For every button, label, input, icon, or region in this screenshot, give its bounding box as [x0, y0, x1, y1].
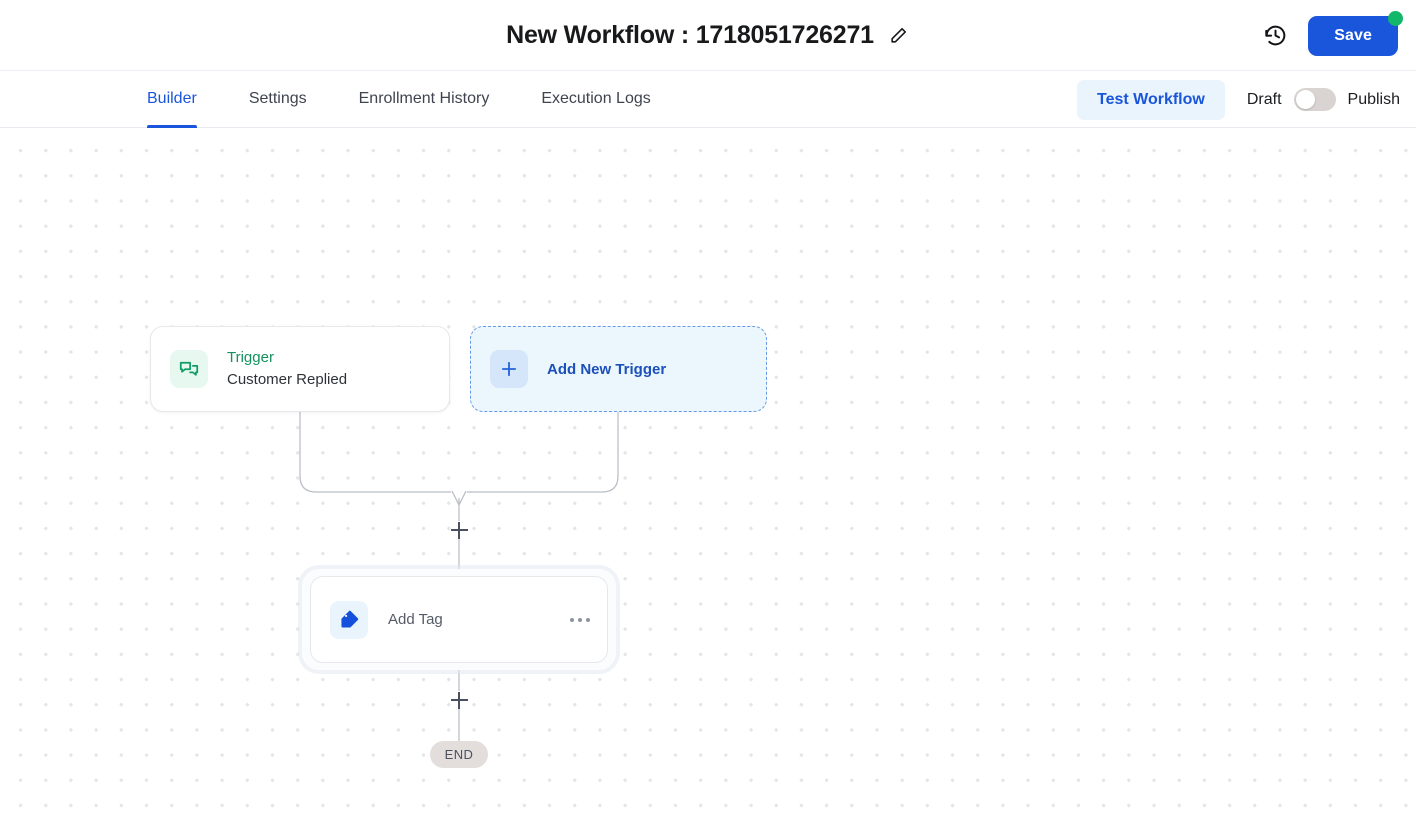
trigger-text: Trigger Customer Replied [227, 347, 347, 392]
ellipsis-dot [578, 617, 582, 622]
tab-execution-logs[interactable]: Execution Logs [541, 90, 651, 107]
end-node: END [430, 741, 488, 768]
title-container: New Workflow : 1718051726271 [0, 0, 1416, 71]
tag-icon [330, 600, 368, 639]
connector-layer [299, 412, 619, 741]
ellipsis-dot [586, 617, 590, 622]
tab-list: Builder Settings Enrollment History Exec… [147, 71, 703, 128]
add-step-icon-2[interactable] [449, 690, 469, 710]
tab-settings[interactable]: Settings [248, 90, 307, 107]
ellipsis-dot [570, 617, 574, 622]
pencil-icon[interactable] [888, 25, 910, 47]
top-bar-actions: Save [1262, 0, 1403, 71]
workflow-controls: Test Workflow Draft Publish [1076, 71, 1400, 128]
publish-toggle[interactable] [1293, 88, 1336, 111]
test-workflow-button[interactable]: Test Workflow [1076, 79, 1225, 120]
workflow-canvas[interactable]: Trigger Customer Replied Add New Trigger… [0, 128, 1416, 820]
action-node-label: Add Tag [388, 611, 443, 628]
clock-history-icon[interactable] [1262, 23, 1288, 49]
publish-toggle-group: Draft Publish [1247, 88, 1400, 111]
tab-enrollment-history[interactable]: Enrollment History [358, 90, 490, 107]
unsaved-changes-badge [1388, 10, 1403, 26]
toggle-knob [1295, 90, 1315, 109]
tab-bar: Builder Settings Enrollment History Exec… [0, 71, 1416, 128]
publish-label: Publish [1347, 90, 1400, 108]
add-new-trigger-label: Add New Trigger [547, 360, 667, 378]
trigger-node[interactable]: Trigger Customer Replied [150, 326, 450, 412]
add-new-trigger-node[interactable]: Add New Trigger [470, 326, 767, 412]
trigger-label: Trigger [227, 348, 274, 366]
draft-label: Draft [1246, 90, 1282, 108]
top-bar: New Workflow : 1718051726271 Save [0, 0, 1416, 71]
save-button[interactable]: Save [1308, 15, 1398, 56]
action-node-add-tag[interactable]: Add Tag [310, 576, 608, 663]
page-title: New Workflow : 1718051726271 [506, 21, 874, 49]
chat-bubbles-icon [170, 350, 208, 388]
add-step-icon-1[interactable] [449, 520, 469, 540]
trigger-value: Customer Replied [227, 371, 348, 388]
tab-builder[interactable]: Builder [147, 71, 197, 128]
save-button-wrapper: Save [1308, 10, 1403, 56]
action-node-wrapper: Add Tag [302, 569, 616, 670]
ellipsis-icon[interactable] [567, 612, 593, 628]
plus-icon [490, 350, 528, 388]
